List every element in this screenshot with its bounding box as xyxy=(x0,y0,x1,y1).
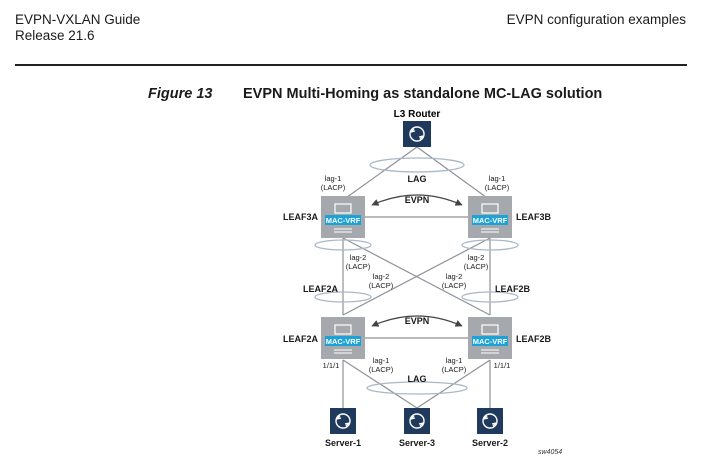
mac-vrf-label: MAC-VRF xyxy=(326,216,361,225)
lag2-right-outer: lag-2 xyxy=(468,253,485,262)
lag1-bottom-left: lag-1 xyxy=(373,356,390,365)
server-1 xyxy=(330,408,356,434)
lag1-top-left: lag-1 xyxy=(325,174,342,183)
header-rule xyxy=(15,64,687,66)
leaf3a-switch: MAC-VRF xyxy=(321,196,365,238)
server-2-label: Server-2 xyxy=(472,438,508,448)
lag-label-top: LAG xyxy=(408,174,427,184)
port-left: 1/1/1 xyxy=(323,361,340,370)
mid-left-label: LEAF2A xyxy=(303,284,339,294)
evpn-arc-top xyxy=(371,194,463,206)
lag2-left-inner: lag-2 xyxy=(373,272,390,281)
server-3 xyxy=(404,408,430,434)
lag1-top-right: lag-1 xyxy=(489,174,506,183)
switch-icon xyxy=(334,203,352,214)
lag-ellipses xyxy=(314,157,519,395)
lag-ellipse-bottom xyxy=(366,381,468,395)
mid-right-label: LEAF2B xyxy=(495,284,531,294)
router-label: L3 Router xyxy=(394,109,441,120)
figure-label: Figure 13 xyxy=(148,86,213,102)
leaf2a-label: LEAF2A xyxy=(283,334,319,344)
lag2-right-inner: lag-2 xyxy=(446,272,463,281)
mac-vrf-label: MAC-VRF xyxy=(473,216,508,225)
switch-icon xyxy=(334,324,352,335)
lacp-bottom-right: (LACP) xyxy=(442,365,467,374)
leaf3b-switch: MAC-VRF xyxy=(468,196,512,238)
document-header-left: EVPN-VXLAN Guide Release 21.6 xyxy=(15,12,140,44)
lag-ellipse-3a xyxy=(314,239,372,251)
lacp-top-right: (LACP) xyxy=(485,183,510,192)
figure-title: EVPN Multi-Homing as standalone MC-LAG s… xyxy=(243,86,603,102)
uplink-leaf3a xyxy=(342,146,418,201)
lag-label-bottom: LAG xyxy=(408,374,427,384)
lag-ellipse-3b xyxy=(461,239,519,251)
switch-icon xyxy=(481,203,499,214)
leaf3a-label: LEAF3A xyxy=(283,212,319,222)
server-2 xyxy=(477,408,503,434)
evpn-label-top: EVPN xyxy=(405,195,430,205)
uplink-leaf3b xyxy=(416,146,491,201)
lacp-bottom-left: (LACP) xyxy=(369,365,394,374)
l3-router xyxy=(403,121,431,147)
leaf2a-switch: MAC-VRF xyxy=(321,317,365,359)
lacp-left-inner: (LACP) xyxy=(369,281,394,290)
link-3b-2a xyxy=(342,237,491,316)
lag1-bottom-right: lag-1 xyxy=(446,356,463,365)
lacp-right-outer: (LACP) xyxy=(464,262,489,271)
figure-code: sw4054 xyxy=(538,449,562,456)
lacp-top-left: (LACP) xyxy=(321,183,346,192)
port-right: 1/1/1 xyxy=(494,361,511,370)
connection-lines xyxy=(342,146,491,409)
mac-vrf-label: MAC-VRF xyxy=(326,337,361,346)
server-1-label: Server-1 xyxy=(325,438,361,448)
lag-ellipse-2b-top xyxy=(461,291,519,303)
lacp-left-outer: (LACP) xyxy=(346,262,371,271)
mac-vrf-label: MAC-VRF xyxy=(473,337,508,346)
leaf2b-switch: MAC-VRF xyxy=(468,317,512,359)
server-3-label: Server-3 xyxy=(399,438,435,448)
section-title: EVPN configuration examples xyxy=(506,12,686,27)
leaf2b-label: LEAF2B xyxy=(516,334,552,344)
leaf3b-label: LEAF3B xyxy=(516,212,552,222)
release-label: Release 21.6 xyxy=(15,28,95,43)
lag-ellipse-top xyxy=(369,157,465,173)
evpn-arc-bottom xyxy=(371,315,463,327)
guide-title: EVPN-VXLAN Guide xyxy=(15,12,141,27)
lag-ellipse-2a-top xyxy=(314,291,372,303)
switch-icon xyxy=(481,324,499,335)
lacp-right-inner: (LACP) xyxy=(442,281,467,290)
evpn-label-bottom: EVPN xyxy=(405,316,430,326)
lag2-left-outer: lag-2 xyxy=(350,253,367,262)
